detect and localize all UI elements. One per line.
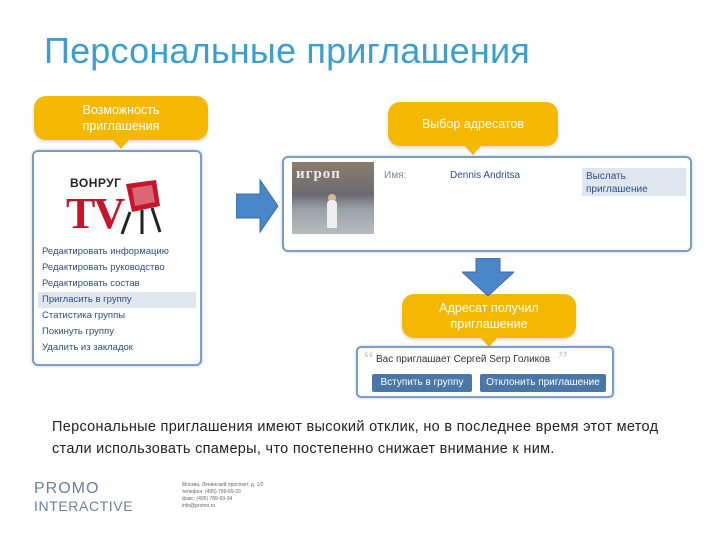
group-logo: ВОНРУГ TV [48, 170, 168, 246]
slide-description: Персональные приглашения имеют высокий о… [52, 419, 659, 457]
menu-leave-group[interactable]: Покинуть группу [42, 326, 114, 337]
recipient-panel: игроп Имя: Dennis Andritsa Выслать пригл… [282, 156, 692, 252]
arrow-down-icon [462, 258, 514, 296]
arrow-right-icon [236, 178, 279, 234]
callout-line-1: Возможность [82, 103, 160, 117]
slide-title: Персональные приглашения [44, 30, 530, 71]
menu-edit-info[interactable]: Редактировать информацию [42, 246, 169, 257]
brand-logo: PROMO INTERACTIVE [34, 480, 133, 514]
group-menu: Редактировать информацию Редактировать р… [38, 244, 196, 356]
join-group-button[interactable]: Вступить в группу [372, 374, 472, 392]
send-line-1: Выслать [586, 171, 626, 182]
group-panel: ВОНРУГ TV Редактировать информацию Редак… [32, 150, 202, 366]
name-label: Имя: [384, 170, 407, 181]
callout-line-1: Адресат получил [439, 301, 539, 315]
menu-group-stats[interactable]: Статистика группы [42, 310, 126, 321]
menu-invite-to-group[interactable]: Пригласить в группу [38, 292, 196, 308]
contact-phone: телефон: (495) 789-69-33 [182, 489, 241, 495]
menu-edit-management[interactable]: Редактировать руководство [42, 262, 165, 273]
recipient-name-link[interactable]: Dennis Andritsa [450, 170, 521, 181]
callout-line-2: приглашения [82, 119, 160, 133]
contact-email: info@promo.ru [182, 503, 216, 509]
callout-line-2: приглашение [450, 317, 528, 331]
logo-emblem-icon [120, 180, 162, 235]
logo-top-text: ВОНРУГ [70, 176, 122, 190]
logo-tv-text: TV [66, 189, 125, 238]
send-invite-button[interactable]: Выслать приглашение [582, 168, 686, 196]
brand-bottom-text: INTERACTIVE [34, 498, 134, 514]
invitation-text: Вас приглашает Сергей Serp Голиков [376, 354, 551, 365]
menu-edit-members[interactable]: Редактировать состав [42, 278, 140, 289]
callout-recipient-received: Адресат получил приглашение [402, 294, 576, 347]
contact-fax: факс: (495) 789-69-34 [182, 496, 233, 502]
person-head [328, 194, 336, 202]
invitation-panel: “ Вас приглашает Сергей Serp Голиков ” В… [356, 346, 614, 398]
photo-sign-text: игроп [296, 166, 341, 182]
decline-invite-button[interactable]: Отклонить приглашение [480, 374, 606, 392]
contact-address: Москва, Ленинский проспект, д. 1/2 [182, 482, 264, 488]
recipient-photo: игроп [292, 162, 374, 234]
contact-info: Москва, Ленинский проспект, д. 1/2 телеф… [182, 482, 302, 510]
menu-remove-bookmark[interactable]: Удалить из закладок [42, 342, 133, 353]
callout-choose-recipients: Выбор адресатов [388, 102, 558, 155]
brand-top-text: PROMO [34, 480, 100, 497]
callout-invite-possibility: Возможность приглашения [34, 96, 208, 149]
open-quote-icon: “ [364, 346, 374, 371]
send-line-2: приглашение [586, 184, 648, 195]
person-figure [327, 200, 337, 228]
callout-text: Выбор адресатов [421, 117, 525, 131]
close-quote-icon: ” [558, 346, 568, 371]
